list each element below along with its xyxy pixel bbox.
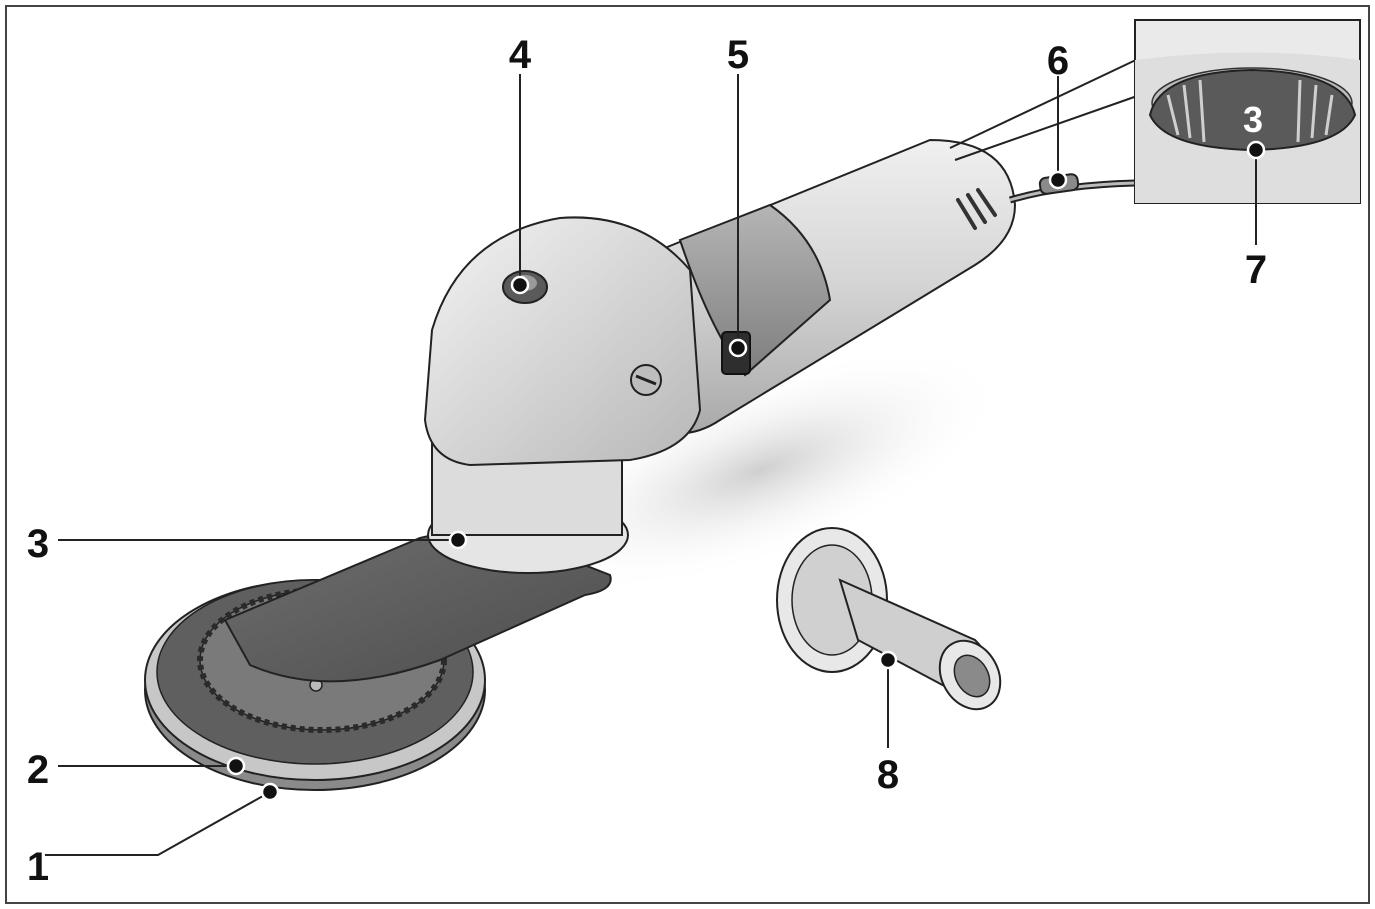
grinder bbox=[144, 138, 1136, 791]
auxiliary-handle bbox=[776, 527, 1002, 711]
callout-2: 2 bbox=[27, 748, 49, 792]
callout-4: 4 bbox=[509, 33, 532, 77]
callout-8: 8 bbox=[877, 753, 899, 797]
gear-head bbox=[423, 216, 702, 467]
callout-6: 6 bbox=[1047, 39, 1069, 83]
floor-shadow bbox=[513, 347, 1007, 593]
callout-5: 5 bbox=[727, 33, 749, 77]
speed-dial-inset: 3 bbox=[949, 19, 1361, 204]
callout-3: 3 bbox=[27, 522, 49, 566]
vent-slots bbox=[956, 188, 997, 230]
callout-1: 1 bbox=[27, 845, 49, 889]
callout-7: 7 bbox=[1245, 248, 1267, 292]
speed-dial-value: 3 bbox=[1243, 99, 1263, 140]
